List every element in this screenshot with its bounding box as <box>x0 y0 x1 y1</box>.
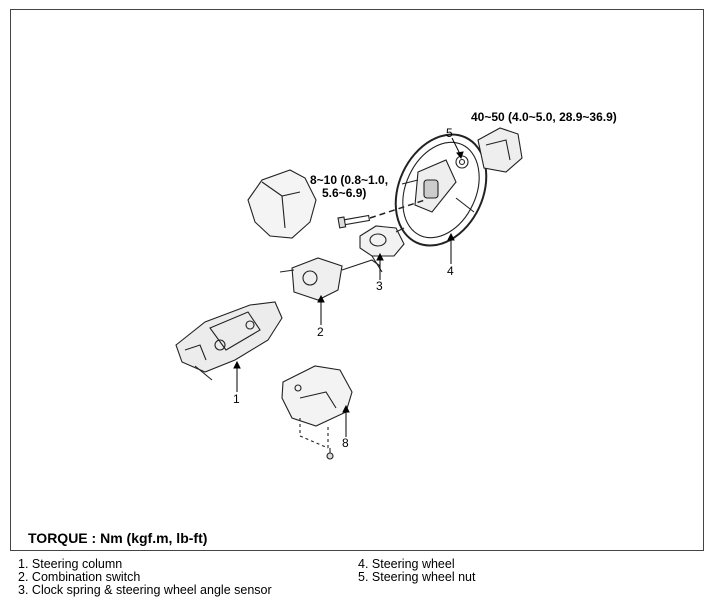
legend-text: Clock spring & steering wheel angle sens… <box>31 583 272 597</box>
callout-5: 5 <box>446 126 453 140</box>
torque-spec-bolt-line2: 5.6~6.9) <box>322 186 367 200</box>
torque-title: TORQUE : Nm (kgf.m, lb-ft) <box>28 530 208 546</box>
legend-number: 1. <box>18 557 29 571</box>
legend-text: Steering wheel nut <box>371 570 476 584</box>
legend-left: 1. Steering column 2. Combination switch… <box>18 558 272 597</box>
legend-text: Combination switch <box>31 570 141 584</box>
clock-spring-drawing <box>359 225 405 257</box>
legend-number: 2. <box>18 570 29 584</box>
legend-number: 4. <box>358 557 369 571</box>
legend-text: Steering column <box>31 557 123 571</box>
steering-wheel-drawing <box>394 133 488 247</box>
torque-spec-nut: 40~50 (4.0~5.0, 28.9~36.9) <box>471 110 617 124</box>
legend-number: 3. <box>18 583 29 597</box>
callout-8: 8 <box>342 436 349 450</box>
torque-spec-bolt-line1: 8~10 (0.8~1.0, <box>310 173 389 187</box>
legend-item: 3. Clock spring & steering wheel angle s… <box>18 584 272 597</box>
legend-item: 4. Steering wheel <box>358 558 475 571</box>
legend-right: 4. Steering wheel 5. Steering wheel nut <box>358 558 475 584</box>
legend-item: 5. Steering wheel nut <box>358 571 475 584</box>
airbag-module-drawing <box>477 127 523 173</box>
nut-drawing <box>455 155 469 169</box>
callout-3: 3 <box>376 279 383 293</box>
callout-1: 1 <box>233 392 240 406</box>
diagram-frame <box>10 9 704 551</box>
legend-item: 2. Combination switch <box>18 571 272 584</box>
screw-drawing <box>326 448 334 460</box>
legend-item: 1. Steering column <box>18 558 272 571</box>
combination-switch-drawing <box>279 255 383 301</box>
legend-number: 5. <box>358 570 369 584</box>
upper-shroud-drawing <box>247 169 317 239</box>
callout-2: 2 <box>317 325 324 339</box>
callout-4: 4 <box>447 264 454 278</box>
steering-column-drawing <box>175 301 283 381</box>
legend-text: Steering wheel <box>371 557 455 571</box>
bolt-drawing <box>337 214 371 229</box>
